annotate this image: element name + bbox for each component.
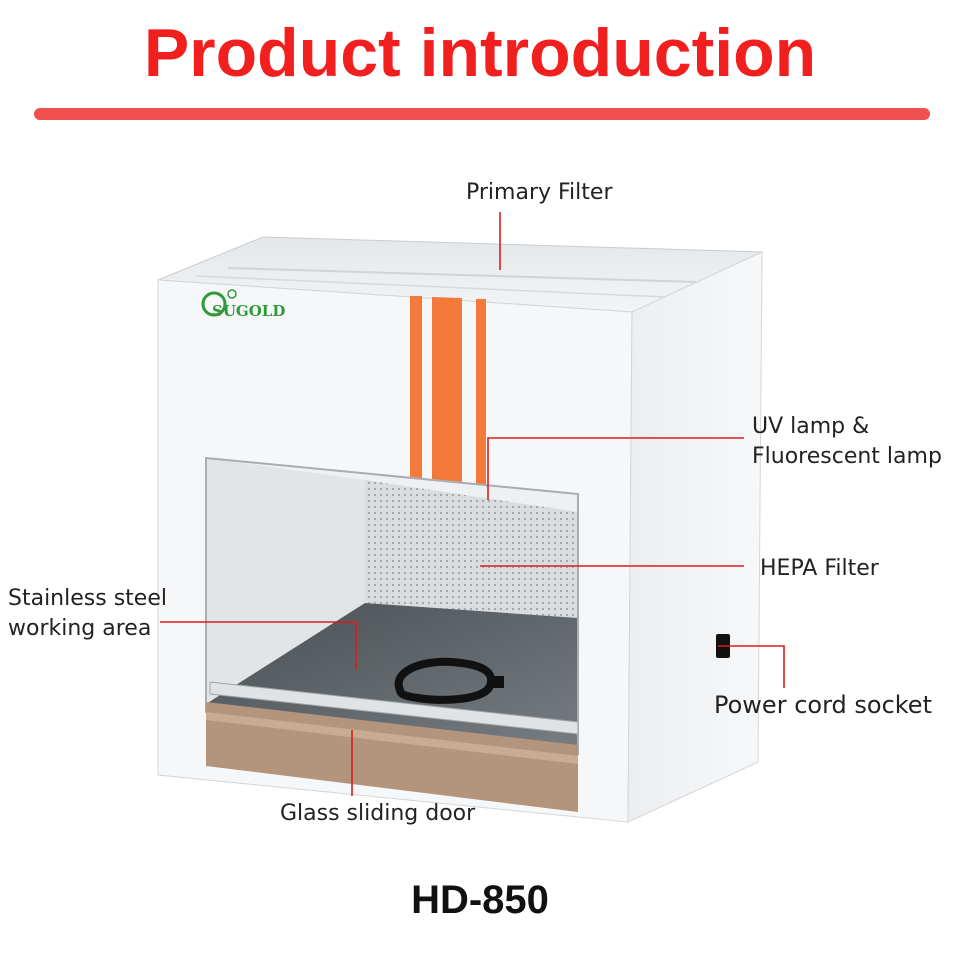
callout-uv-lamp-line2: Fluorescent lamp <box>752 444 942 469</box>
model-name: HD-850 <box>411 878 549 922</box>
callout-leaders <box>160 212 785 796</box>
callout-working-area-line1: Stainless steel <box>8 586 167 611</box>
callout-glass-door: Glass sliding door <box>280 801 476 826</box>
page-title: Product introduction <box>143 15 817 91</box>
hepa-panel <box>365 480 578 618</box>
callout-hepa-filter: HEPA Filter <box>760 556 879 581</box>
brand-logo: SUGOLD <box>201 289 285 320</box>
brand-logo-text: SUGOLD <box>212 302 285 320</box>
lamp-stripe <box>476 299 486 488</box>
lamp-stripe <box>410 296 422 488</box>
callout-uv-lamp-line1: UV lamp & <box>752 414 870 439</box>
callout-primary-filter: Primary Filter <box>466 180 613 205</box>
callout-power-socket: Power cord socket <box>714 691 932 719</box>
callout-working-area-line2: working area <box>8 616 152 641</box>
glass-door-rail <box>209 681 579 735</box>
lamp-stripe <box>432 297 462 488</box>
callout-uv-lamp: UV lamp & Fluorescent lamp <box>752 412 942 472</box>
callout-working-area: Stainless steel working area <box>8 584 167 644</box>
title-divider <box>34 108 930 120</box>
cabinet-side <box>627 251 763 823</box>
